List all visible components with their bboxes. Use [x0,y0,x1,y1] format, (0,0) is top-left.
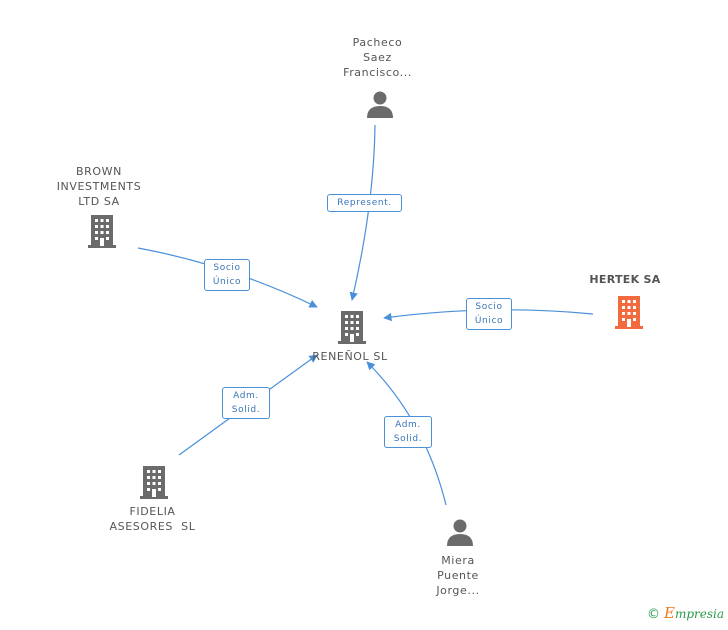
copyright-symbol: © [646,607,660,622]
brand-initial: E [663,604,675,622]
edge-label-miera[interactable]: Adm. Solid. [384,416,432,448]
node-label-line: LTD SA [78,195,120,208]
brand-credit: ©Empresia [647,604,724,622]
node-label-miera[interactable]: Miera Puente Jorge... [408,553,508,598]
node-label-line: RENEÑOL SL [312,350,388,363]
edge-label-line: Socio [475,302,503,312]
edge-label-pacheco[interactable]: Represent. [327,194,402,212]
node-label-line: ASESORES SL [109,520,196,533]
node-label-line: Miera [441,554,475,567]
node-label-line: BROWN [76,165,122,178]
node-label-line: Saez [363,51,392,64]
node-label-fidelia[interactable]: FIDELIA ASESORES SL [95,504,210,534]
edge-label-line: Solid. [231,405,261,415]
node-label-line: FIDELIA [129,505,176,518]
building-icon[interactable] [336,309,368,349]
edge-label-brown[interactable]: Socio Único [204,259,250,291]
building-icon[interactable] [613,294,645,334]
person-icon[interactable] [445,518,475,552]
edge-label-line: Represent. [337,198,392,208]
node-label-center[interactable]: RENEÑOL SL [300,349,400,364]
node-label-line: Jorge... [436,584,480,597]
person-icon[interactable] [365,90,395,124]
edge-label-fidelia[interactable]: Adm. Solid. [222,387,270,419]
edge-label-line: Socio [213,263,241,273]
edge-label-line: Único [212,277,242,287]
edge-label-line: Adm. [233,391,259,401]
node-label-pacheco[interactable]: Pacheco Saez Francisco... [320,35,435,80]
node-label-line: INVESTMENTS [56,180,142,193]
brand-name: mpresia [674,607,724,621]
building-icon[interactable] [138,464,170,504]
node-label-line: HERTEK SA [589,273,661,286]
node-label-line: Francisco... [343,66,412,79]
node-label-line: Puente [437,569,479,582]
edge-label-line: Solid. [393,434,423,444]
node-label-brown[interactable]: BROWN INVESTMENTS LTD SA [44,164,154,209]
edge-label-line: Adm. [395,420,421,430]
edge-label-line: Único [474,316,504,326]
edge-label-hertek[interactable]: Socio Único [466,298,512,330]
node-label-hertek[interactable]: HERTEK SA [575,272,675,287]
building-icon[interactable] [86,213,118,253]
edge-pacheco [349,124,376,301]
node-label-line: Pacheco [352,36,403,49]
